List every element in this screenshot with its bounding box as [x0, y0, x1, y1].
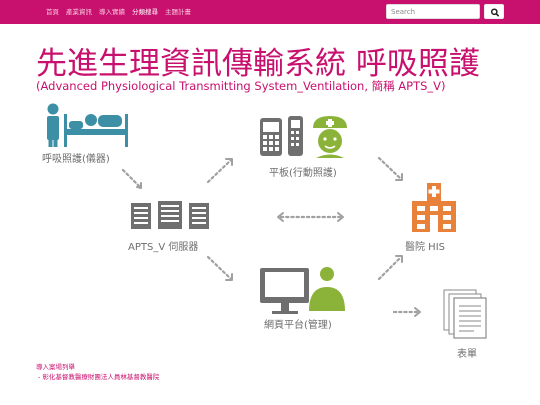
top-nav-bar: 首頁 產業資訊 導入實績 分類搜尋 主題計畫 — [0, 0, 540, 24]
arrowhead-respiratory-to-server — [136, 182, 142, 189]
deployment-sites-heading: 導入案場列舉 — [36, 363, 75, 371]
deployment-site-item: - 彰化基督教醫療財團法人員林基督教醫院 — [38, 373, 160, 381]
arrowhead-web-to-his — [395, 255, 403, 263]
arrow-tablet-to-his — [377, 156, 403, 181]
page-subtitle: (Advanced Physiological Transmitting Sys… — [36, 79, 446, 93]
page-title: 先進生理資訊傳輸系統 呼吸照護 — [36, 46, 480, 82]
arrowhead-bidirectional-left — [277, 212, 284, 222]
arrow-server-to-tablet — [206, 158, 233, 184]
arrowhead-server-to-tablet — [225, 158, 233, 166]
arrow-web-to-his — [377, 255, 403, 281]
server-icon — [131, 201, 209, 229]
hospital-icon — [412, 183, 456, 232]
label-server: APTS_V 伺服器 — [128, 242, 199, 253]
report-documents-icon — [443, 289, 487, 339]
nav-item-home[interactable]: 首頁 — [46, 8, 59, 16]
arrowhead-web-to-report — [414, 307, 421, 317]
label-his: 醫院 HIS — [405, 242, 445, 253]
search-button[interactable] — [484, 4, 504, 19]
arrowhead-bidirectional-right — [337, 212, 344, 222]
nav-menu: 首頁 產業資訊 導入實績 分類搜尋 主題計畫 — [46, 7, 191, 17]
nav-item-projects[interactable]: 主題計畫 — [165, 8, 191, 16]
label-tablet: 平板(行動照護) — [269, 168, 337, 179]
arrow-server-to-web — [206, 255, 233, 281]
label-respiratory-care: 呼吸照護(儀器) — [42, 154, 110, 165]
tablet-nurse-icon — [260, 116, 347, 158]
arrow-respiratory-to-server — [121, 168, 142, 189]
search-icon — [490, 8, 499, 17]
nav-item-industry-info[interactable]: 產業資訊 — [66, 8, 92, 16]
arrowhead-tablet-to-his — [395, 173, 403, 181]
label-web-platform: 網頁平台(管理) — [264, 320, 332, 331]
respiratory-care-icon — [47, 103, 128, 147]
arrowhead-server-to-web — [225, 273, 233, 281]
label-report: 表單 — [457, 349, 477, 360]
nav-item-category-search[interactable]: 分類搜尋 — [132, 8, 158, 16]
web-platform-monitor-icon — [260, 267, 345, 314]
nav-item-cases[interactable]: 導入實績 — [99, 8, 125, 16]
search-input[interactable] — [386, 4, 480, 19]
